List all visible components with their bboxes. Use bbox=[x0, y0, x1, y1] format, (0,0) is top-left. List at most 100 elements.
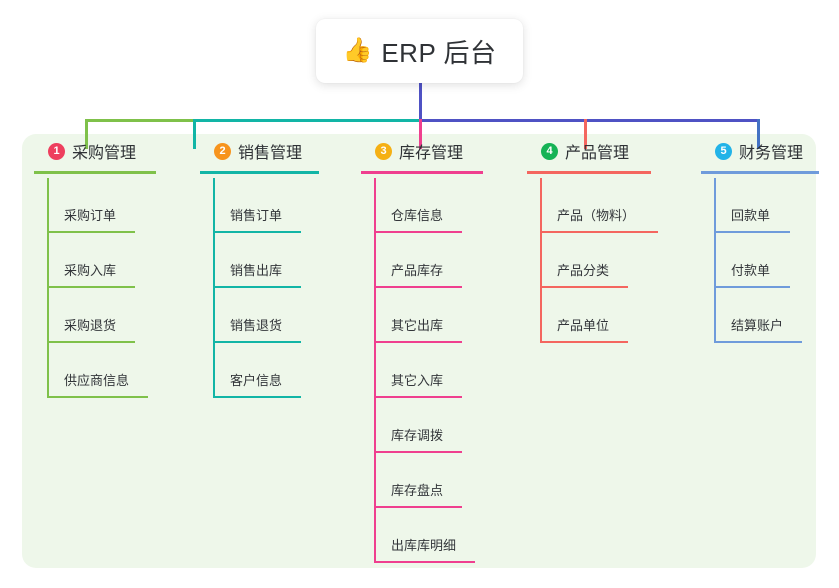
branch-number-badge: 1 bbox=[48, 142, 65, 160]
branch-title-underline bbox=[200, 171, 319, 174]
branch-item-label: 采购入库 bbox=[64, 263, 117, 278]
branch-item[interactable]: 采购入库 bbox=[34, 233, 136, 288]
branch-item[interactable]: 产品分类 bbox=[527, 233, 629, 288]
branch-header-purchasing[interactable]: 1 采购管理 bbox=[34, 134, 156, 178]
branch-item[interactable]: 产品库存 bbox=[361, 233, 463, 288]
branch-title: 产品管理 bbox=[565, 145, 630, 162]
branch-item-label: 销售出库 bbox=[230, 263, 283, 278]
branch-item-underline bbox=[213, 286, 301, 288]
branch-item-underline bbox=[213, 341, 301, 343]
branch-number-badge: 5 bbox=[715, 142, 732, 160]
branch-title-underline bbox=[34, 171, 156, 174]
branch-item-underline bbox=[374, 451, 462, 453]
branch-item-label: 库存调拨 bbox=[391, 428, 444, 443]
bus-purple bbox=[419, 119, 760, 122]
branch-item-label: 产品（物料） bbox=[557, 208, 636, 223]
branch-header-sales[interactable]: 2 销售管理 bbox=[200, 134, 319, 178]
branch-spine bbox=[213, 178, 215, 398]
bus-green bbox=[85, 119, 193, 122]
bus-teal bbox=[193, 119, 419, 122]
branch-items-purchasing: 采购订单采购入库采购退货供应商信息 bbox=[34, 178, 148, 398]
branch-item[interactable]: 供应商信息 bbox=[34, 343, 148, 398]
branch-item-label: 供应商信息 bbox=[64, 373, 130, 388]
branch-item-underline bbox=[47, 341, 135, 343]
branch-column-inventory: 3 库存管理仓库信息产品库存其它出库其它入库库存调拨库存盘点出库库明细 bbox=[361, 134, 483, 563]
branch-item-underline bbox=[540, 286, 628, 288]
branch-item-label: 销售退货 bbox=[230, 318, 283, 333]
branch-item-underline bbox=[374, 396, 462, 398]
branch-title: 采购管理 bbox=[72, 145, 137, 162]
branch-item-underline bbox=[213, 396, 301, 398]
branch-item-label: 仓库信息 bbox=[391, 208, 444, 223]
branch-spine bbox=[714, 178, 716, 343]
branch-item-underline bbox=[374, 561, 475, 563]
branch-items-sales: 销售订单销售出库销售退货客户信息 bbox=[200, 178, 302, 398]
branch-items-finance: 回款单付款单结算账户 bbox=[701, 178, 803, 343]
branch-title: 财务管理 bbox=[739, 145, 804, 162]
branch-item[interactable]: 仓库信息 bbox=[361, 178, 463, 233]
branches-panel bbox=[22, 134, 816, 568]
branch-item[interactable]: 库存调拨 bbox=[361, 398, 463, 453]
branch-items-inventory: 仓库信息产品库存其它出库其它入库库存调拨库存盘点出库库明细 bbox=[361, 178, 475, 563]
branch-column-sales: 2 销售管理销售订单销售出库销售退货客户信息 bbox=[200, 134, 319, 398]
branch-item-underline bbox=[374, 231, 462, 233]
drop-green bbox=[85, 119, 88, 149]
root-drop bbox=[419, 83, 422, 119]
branch-columns: 1 采购管理采购订单采购入库采购退货供应商信息 2 销售管理销售订单销售出库销售退货客… bbox=[22, 134, 819, 568]
branch-header-inventory[interactable]: 3 库存管理 bbox=[361, 134, 483, 178]
branch-item-label: 产品分类 bbox=[557, 263, 610, 278]
branch-item-label: 回款单 bbox=[731, 208, 771, 223]
branch-item[interactable]: 其它入库 bbox=[361, 343, 463, 398]
branch-number-badge: 4 bbox=[541, 142, 558, 160]
branch-title: 销售管理 bbox=[238, 145, 303, 162]
branch-item[interactable]: 其它出库 bbox=[361, 288, 463, 343]
branch-item-label: 产品库存 bbox=[391, 263, 444, 278]
branch-column-purchasing: 1 采购管理采购订单采购入库采购退货供应商信息 bbox=[34, 134, 156, 398]
branch-number-badge: 3 bbox=[375, 142, 392, 160]
branch-item-underline bbox=[714, 341, 802, 343]
branch-item-underline bbox=[374, 341, 462, 343]
branch-item-label: 采购退货 bbox=[64, 318, 117, 333]
branch-item[interactable]: 销售出库 bbox=[200, 233, 302, 288]
branch-header-product[interactable]: 4 产品管理 bbox=[527, 134, 651, 178]
branch-item-underline bbox=[714, 231, 790, 233]
branch-item[interactable]: 产品（物料） bbox=[527, 178, 658, 233]
branch-item[interactable]: 产品单位 bbox=[527, 288, 629, 343]
branch-title-underline bbox=[701, 171, 819, 174]
branch-item[interactable]: 出库库明细 bbox=[361, 508, 475, 563]
branch-item[interactable]: 回款单 bbox=[701, 178, 803, 233]
branch-header-finance[interactable]: 5 财务管理 bbox=[701, 134, 819, 178]
branch-item[interactable]: 销售订单 bbox=[200, 178, 302, 233]
branch-title: 库存管理 bbox=[399, 145, 464, 162]
branch-item[interactable]: 采购订单 bbox=[34, 178, 136, 233]
branch-spine bbox=[374, 178, 376, 563]
branch-item-underline bbox=[714, 286, 790, 288]
drop-pink bbox=[419, 119, 422, 149]
branch-item[interactable]: 采购退货 bbox=[34, 288, 136, 343]
branch-item-label: 客户信息 bbox=[230, 373, 283, 388]
branch-item[interactable]: 库存盘点 bbox=[361, 453, 463, 508]
branch-item-label: 产品单位 bbox=[557, 318, 610, 333]
drop-teal bbox=[193, 119, 196, 149]
thumbs-up-icon: 👍 bbox=[342, 37, 373, 64]
branch-item-label: 出库库明细 bbox=[391, 538, 457, 553]
branch-item[interactable]: 客户信息 bbox=[200, 343, 302, 398]
branch-spine bbox=[47, 178, 49, 398]
branch-item-label: 库存盘点 bbox=[391, 483, 444, 498]
branch-item-underline bbox=[540, 341, 628, 343]
drop-red bbox=[584, 119, 587, 149]
branch-item[interactable]: 付款单 bbox=[701, 233, 803, 288]
branch-item-label: 付款单 bbox=[731, 263, 771, 278]
branch-item-label: 采购订单 bbox=[64, 208, 117, 223]
branch-item[interactable]: 结算账户 bbox=[701, 288, 803, 343]
branch-item[interactable]: 销售退货 bbox=[200, 288, 302, 343]
root-node-title: ERP 后台 bbox=[381, 37, 497, 68]
root-node[interactable]: 👍 ERP 后台 bbox=[316, 19, 523, 83]
branch-title-underline bbox=[361, 171, 483, 174]
branch-spine bbox=[540, 178, 542, 343]
branch-item-label: 销售订单 bbox=[230, 208, 283, 223]
branch-item-underline bbox=[47, 231, 135, 233]
branch-item-underline bbox=[213, 231, 301, 233]
branch-number-badge: 2 bbox=[214, 142, 231, 160]
branch-items-product: 产品（物料） 产品分类产品单位 bbox=[527, 178, 658, 343]
